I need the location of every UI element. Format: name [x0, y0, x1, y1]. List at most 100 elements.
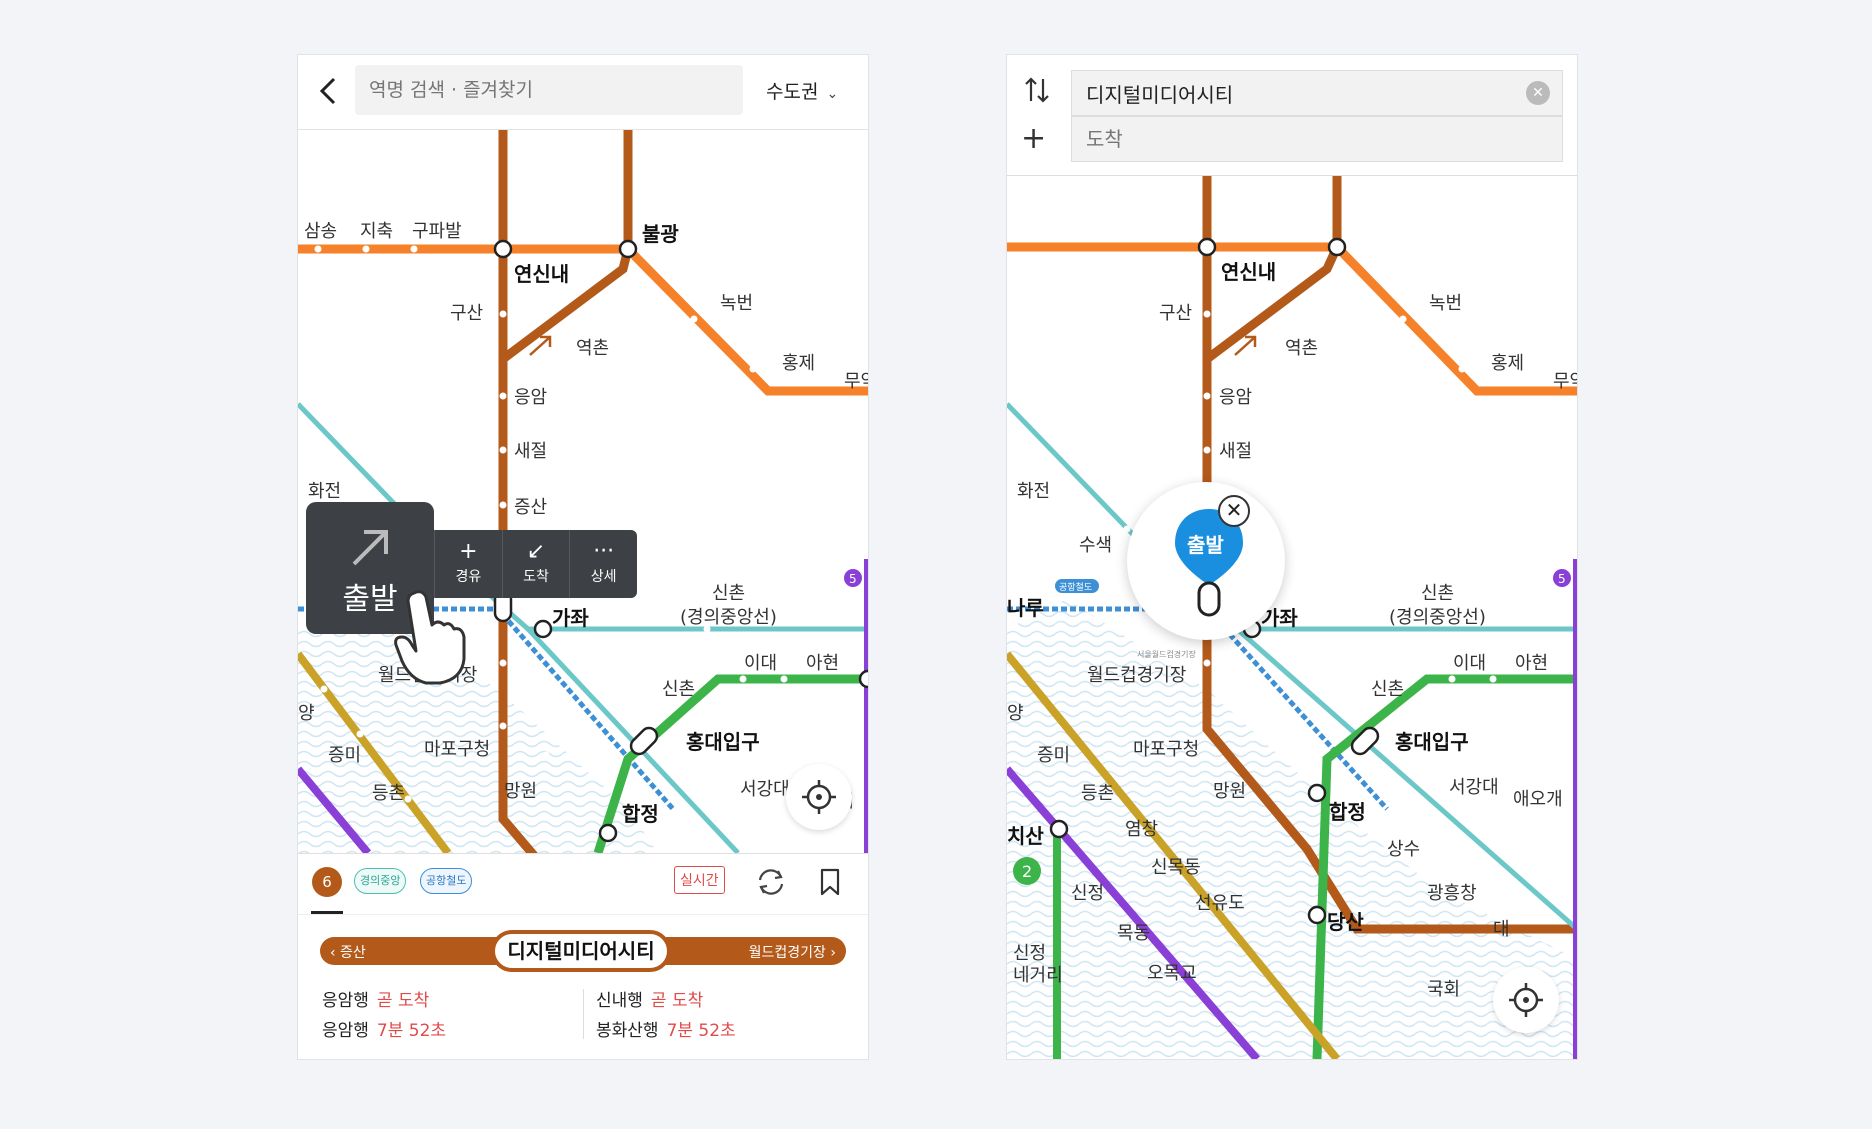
station-label[interactable]: 아현 — [1515, 653, 1548, 674]
start-field[interactable]: ✕ — [1071, 70, 1563, 116]
realtime-badge[interactable]: 실시간 — [674, 866, 725, 894]
station-label[interactable]: 양 — [298, 703, 315, 724]
station-dot[interactable] — [1399, 315, 1407, 323]
station-label[interactable]: 이대 — [744, 653, 777, 674]
station-label[interactable]: 애오개 — [1513, 789, 1563, 810]
station-label[interactable]: 구파발 — [412, 221, 462, 242]
station-dot[interactable] — [499, 392, 507, 400]
station-label[interactable]: 구산 — [450, 303, 483, 324]
start-pin-icon[interactable] — [1173, 507, 1245, 617]
station-label[interactable]: 역촌 — [576, 338, 609, 359]
station-label[interactable]: 서강대 — [740, 779, 790, 800]
arrive-button[interactable]: ↙ 도착 — [501, 530, 570, 598]
close-pin-icon[interactable]: ✕ — [1218, 495, 1250, 527]
subway-map[interactable]: 연신내 구산 녹번 역촌 홍제 무악 응암 새절 화전 수색 가좌 신촌 (경의… — [1007, 129, 1577, 1059]
station-dot[interactable] — [356, 730, 364, 738]
station-label[interactable]: 연신내 — [1221, 260, 1276, 284]
station-label[interactable]: 홍제 — [1491, 353, 1524, 374]
station-label[interactable]: 녹번 — [720, 293, 753, 314]
station-dot[interactable] — [320, 685, 328, 693]
station-dot[interactable] — [499, 310, 507, 318]
station-label[interactable]: 증미 — [328, 745, 361, 766]
transfer-station[interactable] — [858, 669, 868, 689]
station-label[interactable]: 치산 — [1007, 824, 1044, 848]
station-label[interactable]: 불광 — [642, 222, 679, 246]
station-label[interactable]: 응암 — [1219, 387, 1252, 408]
station-label[interactable]: 신촌 — [1421, 583, 1454, 604]
gyeongui-tab[interactable]: 경의중앙 — [354, 868, 407, 894]
station-search-input[interactable] — [355, 65, 743, 115]
station-label[interactable]: 새절 — [1219, 441, 1252, 462]
station-label[interactable]: 오목교 — [1147, 963, 1197, 984]
station-dot[interactable] — [410, 245, 418, 253]
station-dot[interactable] — [404, 795, 412, 803]
station-dot[interactable] — [314, 245, 322, 253]
station-dot[interactable] — [362, 245, 370, 253]
station-label[interactable]: 국회 — [1427, 979, 1460, 1000]
station-label[interactable]: 상수 — [1387, 839, 1420, 860]
transfer-station[interactable] — [1307, 783, 1327, 803]
station-dot[interactable] — [1489, 675, 1497, 683]
station-label[interactable]: 신정 — [1071, 883, 1104, 904]
line6-tab[interactable]: 6 — [312, 867, 342, 897]
station-dot[interactable] — [348, 473, 356, 481]
back-arrow-icon[interactable] — [312, 73, 348, 109]
prev-station-link[interactable]: ‹ 증산 — [330, 945, 366, 961]
subway-map[interactable]: 삼송 지축 구파발 연신내 불광 구산 녹번 역촌 홍제 무악 응암 새절 증산… — [298, 129, 868, 853]
station-dot[interactable] — [562, 331, 570, 339]
station-dot[interactable] — [749, 365, 757, 373]
transfer-station[interactable] — [1307, 905, 1327, 925]
station-label[interactable]: 양 — [1007, 703, 1024, 724]
station-dot[interactable] — [1203, 310, 1211, 318]
station-label[interactable]: 당산 — [1327, 910, 1364, 934]
next-station-link[interactable]: 월드컵경기장 › — [748, 945, 836, 961]
station-label[interactable]: 나루 — [1007, 596, 1044, 620]
station-label[interactable]: 증산 — [514, 497, 547, 518]
station-dot[interactable] — [703, 625, 711, 633]
station-label[interactable]: 가좌 — [552, 606, 589, 630]
swap-icon[interactable] — [1023, 75, 1051, 105]
station-dot[interactable] — [690, 315, 698, 323]
station-label[interactable]: 지축 — [360, 221, 393, 242]
station-label[interactable]: 선유도 — [1195, 893, 1245, 914]
station-label[interactable]: 무악 — [1553, 371, 1577, 392]
transfer-station[interactable] — [1197, 237, 1217, 257]
station-label[interactable]: 새절 — [514, 441, 547, 462]
station-label[interactable]: 이대 — [1453, 653, 1486, 674]
bookmark-icon[interactable] — [815, 867, 845, 897]
station-label[interactable]: 신촌 — [662, 679, 695, 700]
clear-icon[interactable]: ✕ — [1526, 81, 1550, 105]
transfer-station[interactable] — [533, 619, 553, 639]
transfer-station[interactable] — [1327, 237, 1347, 257]
region-selector[interactable]: 수도권⌄ — [766, 77, 838, 104]
station-dot[interactable] — [1203, 659, 1211, 667]
station-label[interactable]: 목동 — [1117, 923, 1150, 944]
waypoint-button[interactable]: + 경유 — [434, 530, 502, 598]
station-dot[interactable] — [1203, 392, 1211, 400]
start-input[interactable] — [1072, 71, 1520, 115]
station-label[interactable]: 합정 — [622, 802, 659, 826]
station-dot[interactable] — [499, 446, 507, 454]
station-label[interactable]: 홍대입구 — [1395, 730, 1469, 754]
station-label[interactable]: 삼송 — [304, 221, 337, 242]
station-label[interactable]: 홍제 — [782, 353, 815, 374]
station-label[interactable]: 연신내 — [514, 262, 569, 286]
station-dot[interactable] — [1057, 473, 1065, 481]
station-label[interactable]: 마포구청 — [424, 739, 490, 760]
transfer-station[interactable] — [598, 823, 618, 843]
my-location-button[interactable] — [786, 764, 852, 830]
station-label[interactable]: 월드컵경기장 — [1087, 665, 1186, 686]
station-dot[interactable] — [1448, 675, 1456, 683]
hongik-station-marker[interactable] — [1349, 725, 1382, 758]
station-label[interactable]: 망원 — [504, 781, 537, 802]
station-label[interactable]: 신목동 — [1151, 857, 1201, 878]
station-dot[interactable] — [780, 675, 788, 683]
station-label[interactable]: 홍대입구 — [686, 730, 760, 754]
station-label[interactable]: 신정 — [1013, 943, 1046, 964]
station-label[interactable]: 합정 — [1329, 800, 1366, 824]
station-label[interactable]: 망원 — [1213, 781, 1246, 802]
station-label[interactable]: 광흥창 — [1427, 883, 1477, 904]
end-input[interactable] — [1072, 117, 1520, 161]
station-dot[interactable] — [739, 675, 747, 683]
station-label[interactable]: 대 — [1493, 919, 1510, 940]
